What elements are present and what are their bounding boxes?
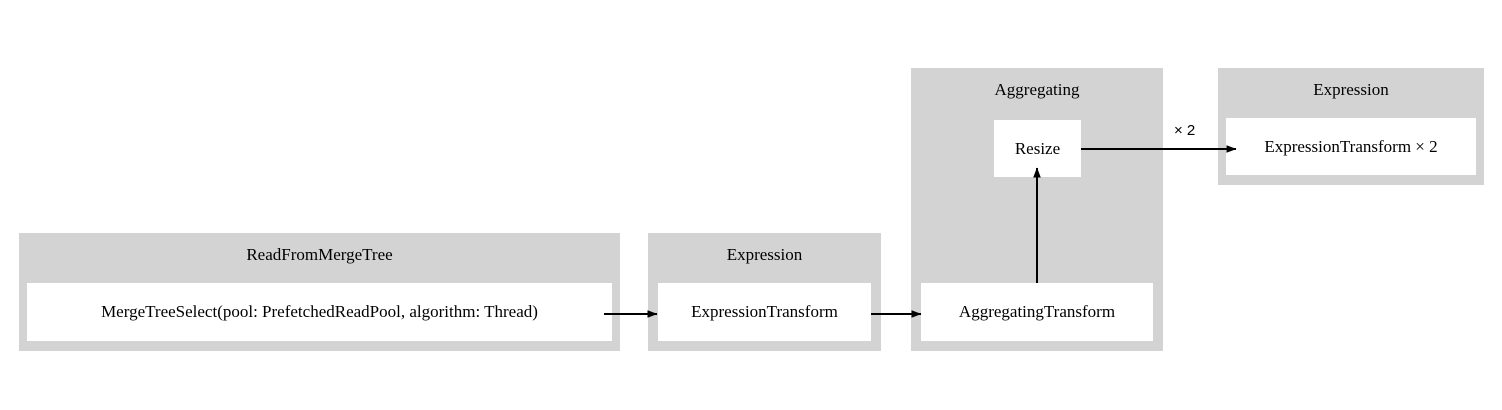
cluster-label-aggregating: Aggregating — [994, 80, 1080, 99]
node-merge-tree-select[interactable]: MergeTreeSelect(pool: PrefetchedReadPool… — [27, 283, 612, 341]
edge-label-resize-to-expression: × 2 — [1174, 122, 1196, 139]
cluster-label-read-from-merge-tree: ReadFromMergeTree — [246, 245, 393, 264]
cluster-expression-left: Expression ExpressionTransform — [648, 233, 881, 351]
node-aggregating-transform[interactable]: AggregatingTransform — [921, 283, 1153, 341]
cluster-aggregating: Aggregating Resize AggregatingTransform — [911, 68, 1163, 351]
cluster-expression-right: Expression ExpressionTransform × 2 — [1218, 68, 1484, 185]
cluster-label-expression-right: Expression — [1313, 80, 1389, 99]
node-expression-transform[interactable]: ExpressionTransform — [658, 283, 871, 341]
node-resize[interactable]: Resize — [994, 120, 1081, 177]
cluster-read-from-merge-tree: ReadFromMergeTree MergeTreeSelect(pool: … — [19, 233, 620, 351]
node-expression-transform-x2[interactable]: ExpressionTransform × 2 — [1226, 118, 1476, 175]
cluster-label-expression-left: Expression — [726, 245, 803, 264]
